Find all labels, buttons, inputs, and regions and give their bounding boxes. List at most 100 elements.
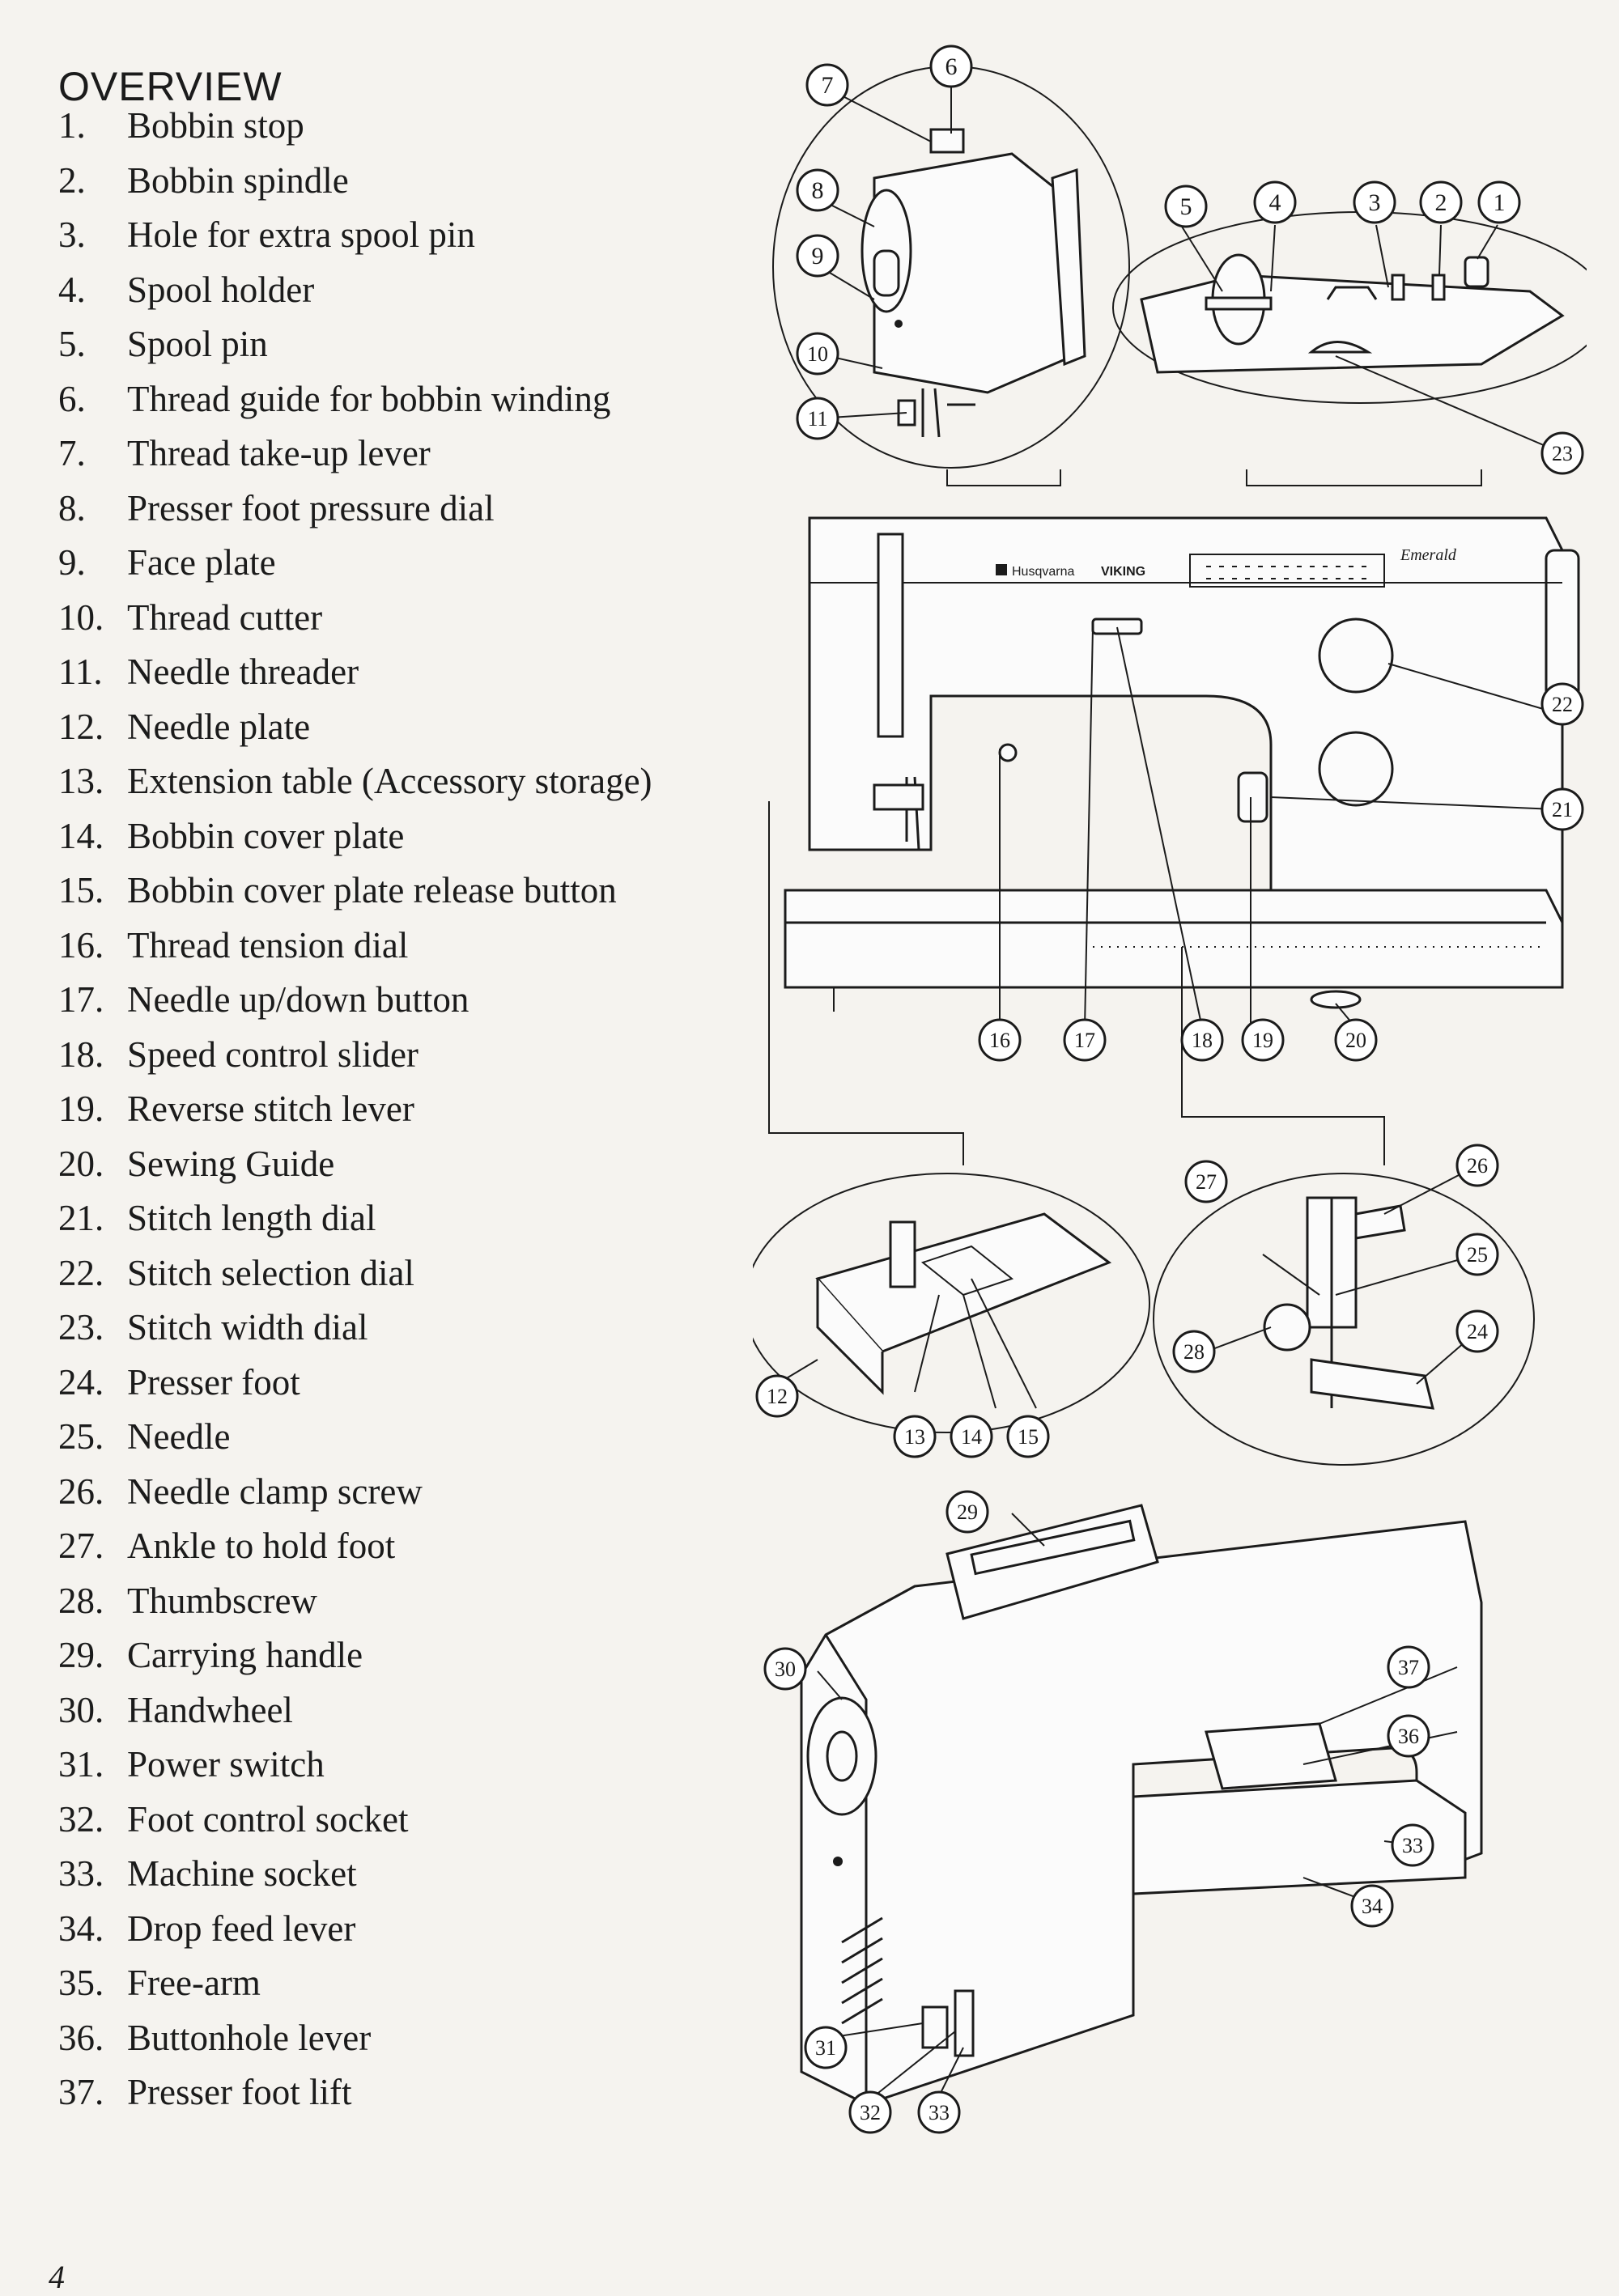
- machine-rear-view: [800, 1504, 1483, 2113]
- callout-32: 32: [848, 2090, 892, 2134]
- list-item: 22.Stitch selection dial: [58, 1246, 787, 1301]
- callout-20: 20: [1334, 1018, 1378, 1062]
- item-label: Machine socket: [127, 1853, 357, 1894]
- list-item: 11.Needle threader: [58, 645, 787, 700]
- svg-text:10: 10: [807, 342, 828, 366]
- detail-bobbin-winder: [1112, 211, 1587, 486]
- item-label: Drop feed lever: [127, 1908, 356, 1949]
- item-number: 2.: [58, 159, 86, 201]
- svg-text:36: 36: [1398, 1725, 1419, 1748]
- list-item: 25.Needle: [58, 1410, 787, 1465]
- list-item: 12.Needle plate: [58, 700, 787, 755]
- item-number: 3.: [58, 214, 86, 255]
- callout-5: 5: [1164, 185, 1208, 228]
- svg-text:8: 8: [812, 177, 824, 204]
- callout-31: 31: [804, 2026, 848, 2069]
- item-number: 16.: [58, 924, 104, 966]
- list-item: 26. Needle clamp screw: [58, 1465, 787, 1520]
- item-label: Hole for extra spool pin: [127, 214, 475, 255]
- svg-text:13: 13: [904, 1425, 925, 1449]
- callout-9: 9: [796, 234, 839, 278]
- svg-text:19: 19: [1252, 1029, 1273, 1052]
- item-label: Bobbin spindle: [127, 159, 349, 201]
- svg-text:7: 7: [822, 72, 834, 99]
- item-number: 32.: [58, 1798, 104, 1840]
- item-label: Presser foot: [127, 1361, 300, 1403]
- item-label: Stitch width dial: [127, 1307, 368, 1347]
- item-number: 26.: [58, 1471, 104, 1512]
- svg-text:12: 12: [767, 1385, 788, 1408]
- svg-text:17: 17: [1074, 1029, 1095, 1052]
- callout-30: 30: [763, 1647, 807, 1691]
- list-item: 20. Sewing Guide: [58, 1137, 787, 1192]
- item-label: Extension table (Accessory storage): [127, 761, 652, 801]
- svg-text:37: 37: [1398, 1656, 1419, 1679]
- list-item: 4.Spool holder: [58, 263, 787, 318]
- item-label: Reverse stitch lever: [127, 1089, 414, 1129]
- svg-text:33: 33: [1402, 1834, 1423, 1857]
- item-label: Thread take-up lever: [127, 433, 431, 473]
- detail-face-plate: [772, 66, 1130, 486]
- sewing-machine-diagram: Husqvarna VIKING Emerald: [753, 45, 1587, 2134]
- list-item: 29.Carrying handle: [58, 1628, 787, 1683]
- item-label: Buttonhole lever: [127, 2017, 372, 2058]
- list-item: 7. Thread take-up lever: [58, 427, 787, 482]
- list-item: 18.Speed control slider: [58, 1028, 787, 1083]
- callout-37: 37: [1387, 1645, 1430, 1689]
- list-item: 1.Bobbin stop: [58, 99, 787, 154]
- svg-text:18: 18: [1192, 1029, 1213, 1052]
- svg-text:23: 23: [1552, 442, 1573, 465]
- list-item: 34.Drop feed lever: [58, 1902, 787, 1957]
- callouts: 7 6 8 9 10 11 5 4 3 2 1 23 22 21 16 17 1…: [755, 45, 1584, 2134]
- item-number: 37.: [58, 2072, 104, 2112]
- item-label: Needle clamp screw: [127, 1471, 423, 1512]
- callout-21: 21: [1540, 787, 1584, 831]
- item-number: 15.: [58, 870, 104, 910]
- callout-7: 7: [805, 63, 849, 107]
- svg-text:4: 4: [1269, 189, 1281, 216]
- item-number: 36.: [58, 2017, 104, 2058]
- svg-text:29: 29: [957, 1500, 978, 1524]
- item-label: Sewing Guide: [127, 1143, 335, 1184]
- callout-18: 18: [1180, 1018, 1224, 1062]
- svg-text:15: 15: [1018, 1425, 1039, 1449]
- item-number: 10.: [58, 596, 104, 638]
- callout-1: 1: [1477, 180, 1521, 224]
- list-item: 30.Handwheel: [58, 1683, 787, 1738]
- item-number: 12.: [58, 706, 104, 747]
- callout-23: 23: [1540, 431, 1584, 475]
- svg-text:6: 6: [945, 53, 958, 80]
- list-item: 31.Power switch: [58, 1738, 787, 1793]
- callout-15: 15: [1006, 1415, 1050, 1458]
- callout-2: 2: [1419, 180, 1463, 224]
- callout-22: 22: [1540, 682, 1584, 726]
- callout-16: 16: [978, 1018, 1022, 1062]
- item-label: Stitch selection dial: [127, 1252, 414, 1293]
- item-number: 7.: [58, 433, 86, 473]
- brand-left: Husqvarna: [1012, 565, 1074, 579]
- callout-3: 3: [1353, 180, 1396, 224]
- callout-29: 29: [945, 1490, 989, 1534]
- item-number: 20.: [58, 1143, 104, 1184]
- list-item: 13. Extension table (Accessory storage): [58, 754, 787, 809]
- item-label: Presser foot pressure dial: [127, 487, 495, 528]
- list-item: 21.Stitch length dial: [58, 1191, 787, 1246]
- svg-text:32: 32: [860, 2101, 881, 2124]
- item-number: 4.: [58, 269, 86, 310]
- list-item: 28.Thumbscrew: [58, 1574, 787, 1629]
- svg-text:34: 34: [1362, 1895, 1383, 1918]
- item-number: 13.: [58, 761, 104, 801]
- list-item: 6.Thread guide for bobbin winding: [58, 372, 787, 427]
- item-number: 5.: [58, 324, 86, 364]
- list-item: 10.Thread cutter: [58, 591, 787, 646]
- item-number: 17.: [58, 979, 104, 1020]
- callout-10: 10: [796, 332, 839, 376]
- item-label: Needle threader: [127, 651, 359, 692]
- item-number: 1.: [58, 105, 86, 146]
- item-number: 35.: [58, 1963, 104, 2003]
- callout-11: 11: [796, 397, 839, 440]
- svg-text:5: 5: [1180, 193, 1192, 220]
- item-number: 6.: [58, 378, 86, 419]
- callout-25: 25: [1455, 1233, 1499, 1276]
- item-number: 21.: [58, 1198, 104, 1238]
